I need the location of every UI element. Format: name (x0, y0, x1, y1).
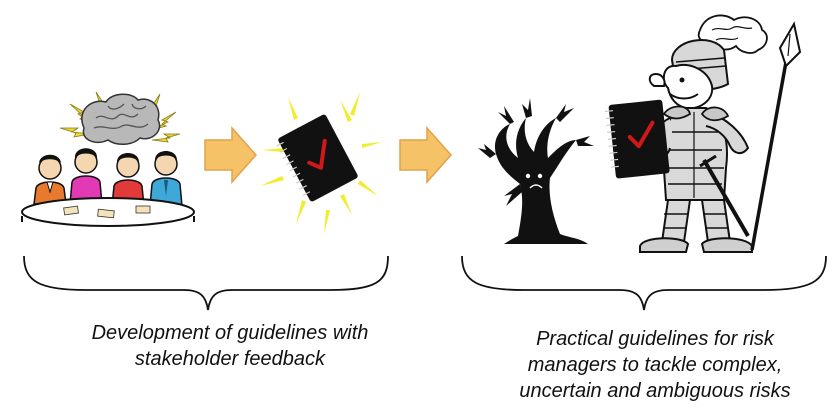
spear-icon (750, 21, 802, 251)
burst-rays (260, 92, 382, 234)
dead-tree-icon (478, 98, 594, 244)
arrow-right-icon (399, 126, 453, 184)
caption-left: Development of guidelines with stakehold… (20, 320, 440, 372)
meeting-table-icon (21, 197, 195, 227)
meeting-scene (21, 91, 195, 227)
person-4 (149, 151, 183, 207)
curly-brace-icon (23, 255, 389, 311)
person-2 (69, 148, 103, 205)
checkmark-icon (627, 120, 655, 149)
curly-brace-icon (461, 255, 827, 311)
caption-right-line-3: uncertain and ambiguous risks (519, 380, 791, 402)
arrow-right-icon (204, 126, 258, 184)
guidebook-icon (604, 99, 670, 179)
guidebook-icon (276, 114, 358, 202)
person-1 (33, 154, 67, 205)
glowing-guidebook (260, 92, 382, 234)
knight-icon (604, 14, 768, 253)
caption-right: Practical guidelines for risk managers t… (470, 326, 840, 404)
checkmark-icon (307, 138, 327, 170)
caption-left-line-1: Development of guidelines with (91, 322, 369, 344)
caption-left-line-2: stakeholder feedback (134, 348, 326, 370)
caption-right-line-1: Practical guidelines for risk (536, 328, 774, 350)
caption-right-line-2: managers to tackle complex, (527, 354, 783, 376)
brain-icon (81, 93, 161, 145)
